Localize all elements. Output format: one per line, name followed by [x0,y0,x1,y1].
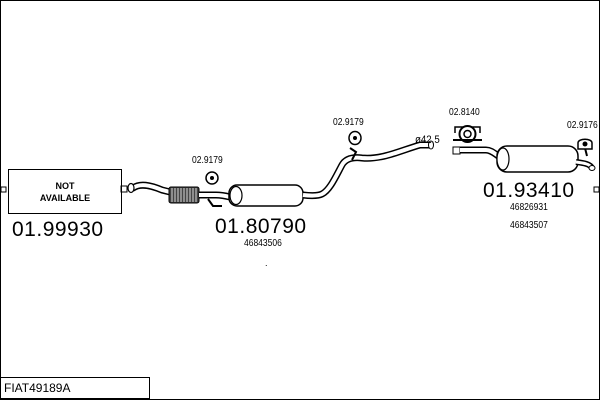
front-pipe-drawing [127,181,231,204]
not-available-box: NOT AVAILABLE [8,169,122,214]
rubber-mount-front-label: 02.9179 [192,155,223,166]
diagram-code: FIAT49189A [4,381,71,395]
rear-silencer-drawing [452,145,596,173]
rubber-mount-rear-label: 02.9176 [567,120,598,131]
middle-silencer-number: 01.80790 [215,215,307,238]
rubber-mount-rear-icon [577,138,593,150]
right-edge-marker [593,186,600,193]
front-pipe-number: 01.99930 [12,218,104,241]
rubber-mount-front-icon [205,171,222,207]
pipe-diameter-label: ø42.5 [415,134,440,146]
stray-dot: . [265,258,268,268]
rear-silencer-oe-1: 46826931 [510,202,548,213]
rear-silencer-oe-2: 46843507 [510,220,548,231]
middle-silencer-oe: 46843506 [244,238,282,249]
clamp-icon [453,125,482,143]
middle-silencer-drawing [228,140,434,207]
rubber-mount-mid-label: 02.9179 [333,117,364,128]
left-edge-marker [0,186,7,193]
rubber-mount-mid-icon [348,130,362,146]
not-available-line-1: NOT [55,180,75,191]
rear-silencer-number: 01.93410 [483,179,575,202]
not-available-line-2: AVAILABLE [39,192,91,203]
diagram-code-box: FIAT49189A [0,377,150,399]
clamp-label: 02.8140 [449,107,480,118]
